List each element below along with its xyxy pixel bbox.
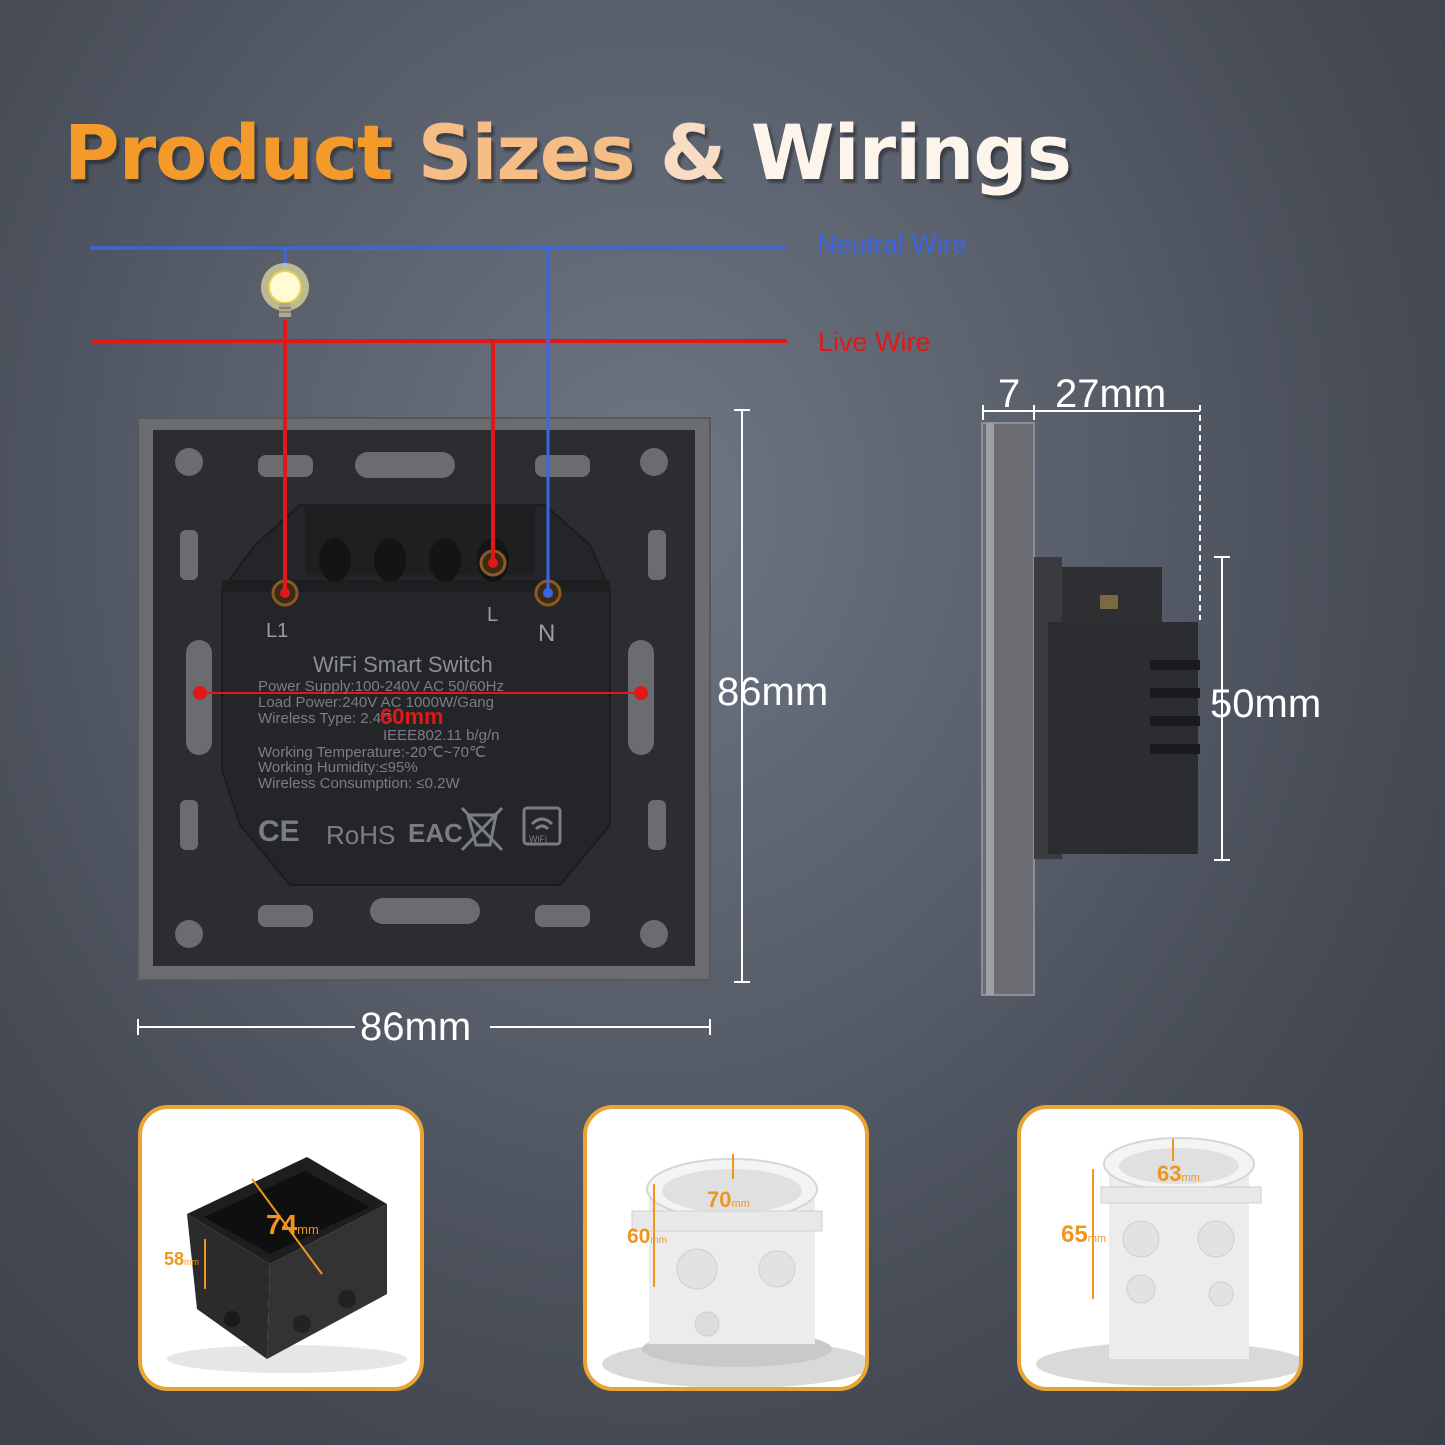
round-box-65-depth-value: 65 <box>1061 1221 1088 1248</box>
round-box-60-diameter-value: 70 <box>707 1187 732 1212</box>
module-spec-load: Load Power:240V AC 1000W/Gang <box>258 694 494 711</box>
square-box-depth-label: 58mm <box>164 1249 199 1270</box>
square-box-width-value: 74 <box>266 1209 298 1240</box>
round-box-65-diameter-unit: mm <box>1181 1172 1200 1184</box>
depth-dimension: 27mm <box>1055 372 1167 416</box>
wiring-diagram <box>90 246 1200 996</box>
page-title: Product Sizes & Wirings <box>64 108 1072 197</box>
light-bulb-icon <box>261 263 309 317</box>
terminal-label-n: N <box>538 620 556 647</box>
ce-mark: CE <box>258 815 300 848</box>
height-dimension: 86mm <box>717 670 829 714</box>
back-box-card-round-65: 63mm 65mm <box>1017 1105 1303 1391</box>
round-box-60-diameter-label: 70mm <box>707 1187 750 1213</box>
module-spec-wireless: Wireless Type: 2.4G <box>258 710 393 727</box>
round-back-box-image <box>602 1154 865 1387</box>
plate-thickness-dimension: 7 <box>998 372 1021 416</box>
title-word-wirings: Wirings <box>750 108 1072 197</box>
round-box-65-depth-unit: mm <box>1087 1233 1107 1245</box>
module-spec-power: Power Supply:100-240V AC 50/60Hz <box>258 678 504 695</box>
title-word-sizes: Sizes <box>417 108 636 197</box>
round-box-65-diameter-value: 63 <box>1157 1161 1182 1186</box>
side-view <box>981 422 1200 996</box>
wifi-mark: WiFi <box>529 834 547 844</box>
width-dimension: 86mm <box>360 1005 472 1049</box>
wifi-icon <box>522 806 562 846</box>
module-spec-temp: Working Temperature:-20℃~70℃ <box>258 744 486 761</box>
cert-icons <box>460 806 562 852</box>
round-box-60-diameter-unit: mm <box>731 1198 750 1210</box>
rohs-mark: RoHS <box>326 820 396 850</box>
title-word-ampersand: & <box>660 108 726 197</box>
deep-round-back-box-image <box>1036 1137 1299 1386</box>
module-height-dimension: 50mm <box>1210 682 1322 726</box>
module-spec-ieee: IEEE802.11 b/g/n <box>383 727 500 744</box>
title-word-product: Product <box>64 108 393 197</box>
module-spec-consumption: Wireless Consumption: ≤0.2W <box>258 775 460 792</box>
round-box-60-depth-label: 60mm <box>627 1225 667 1249</box>
terminal-label-l: L <box>487 604 499 626</box>
round-box-65-depth-label: 65mm <box>1061 1221 1106 1249</box>
round-box-60-depth-unit: mm <box>650 1235 668 1246</box>
live-wire-label: Live Wire <box>818 327 931 357</box>
square-box-width-label: 74mm <box>266 1209 319 1241</box>
back-box-card-square: 74mm 58mm <box>138 1105 424 1391</box>
square-box-depth-unit: mm <box>184 1257 200 1267</box>
mounting-hole-dimension: 60mm <box>380 704 444 729</box>
square-box-width-unit: mm <box>297 1222 319 1237</box>
round-box-65-diameter-label: 63mm <box>1157 1161 1200 1187</box>
square-box-depth-value: 58 <box>164 1249 185 1269</box>
module-name: WiFi Smart Switch <box>313 652 493 677</box>
terminal-label-l1: L1 <box>266 620 289 642</box>
neutral-wire-label: Neutral Wire <box>817 229 968 259</box>
bin-icon <box>466 813 498 847</box>
square-back-box-image <box>167 1157 407 1373</box>
back-box-card-round-60: 70mm 60mm <box>583 1105 869 1391</box>
module-spec-humidity: Working Humidity:≤95% <box>258 759 418 776</box>
eac-mark: EAC <box>408 818 463 848</box>
round-box-60-depth-value: 60 <box>627 1225 651 1248</box>
